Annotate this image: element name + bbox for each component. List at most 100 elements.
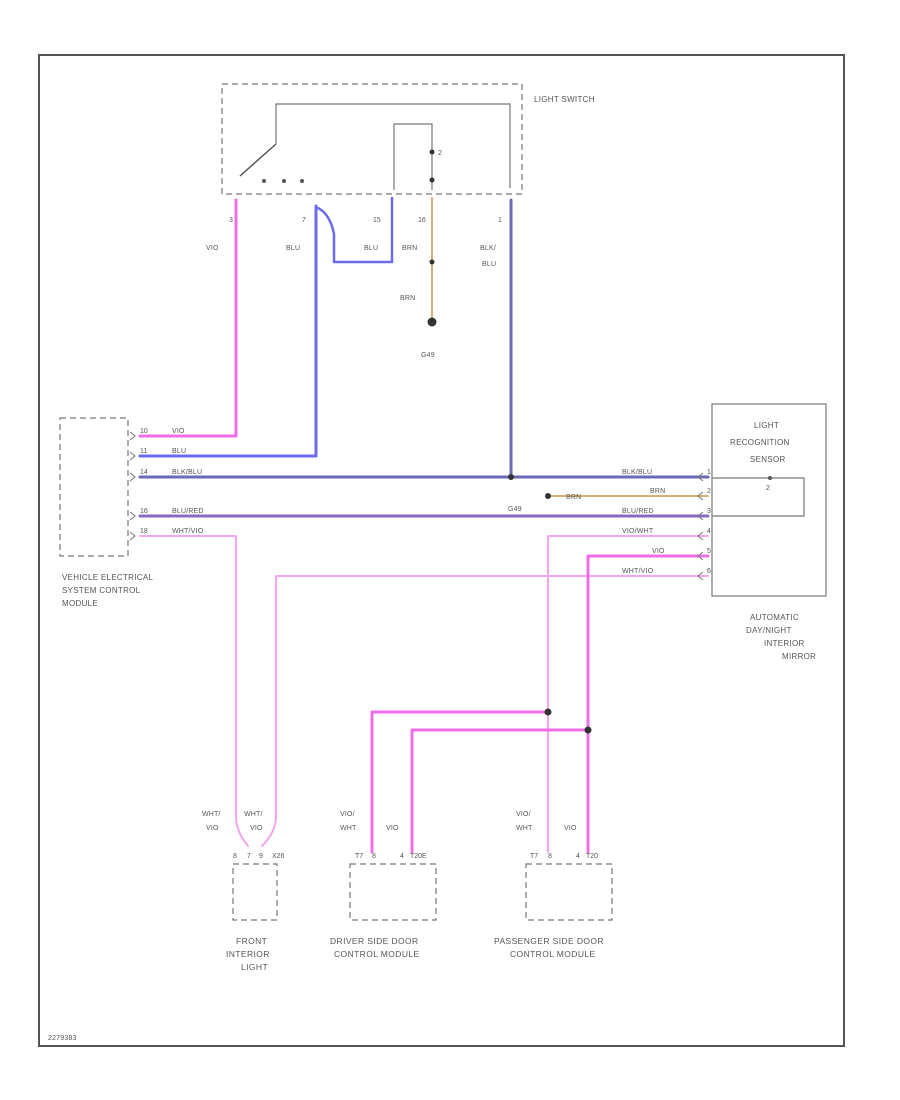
switch-wire-blu-3: BLU [482, 261, 496, 268]
switch-pin-7: 7 [302, 217, 306, 224]
vesm-label-3: MODULE [62, 599, 98, 608]
mirror-label-4: MIRROR [782, 652, 816, 661]
light-switch-resistor [393, 123, 433, 190]
vesm-pin-18: 18 [140, 528, 148, 535]
ground-wire-label: BRN [400, 295, 415, 302]
driver-pin-4: 4 [400, 853, 404, 860]
sensor-label-2: RECOGNITION [730, 438, 790, 447]
vesm-module: 10 11 14 16 18 VIO BLU BLK/BLU BLU/RED W… [59, 417, 204, 608]
switch-wire-blu-1: BLU [286, 245, 300, 252]
switch-wire-vio: VIO [206, 245, 219, 252]
passenger-door-module: VIO/ WHT VIO T7 8 4 T20 PASSENGER SIDE D… [494, 811, 613, 959]
splice-blkblu [508, 474, 514, 480]
driver-label-1: DRIVER SIDE DOOR [330, 936, 419, 946]
sensor-pin-5: 5 [707, 548, 711, 555]
wire-whtvio-vesm-front [139, 535, 249, 847]
driver-door-module: VIO/ WHT VIO T7 8 4 T20E DRIVER SIDE DOO… [330, 811, 437, 959]
wire-blu-jumper [316, 196, 394, 264]
vesm-pin-10: 10 [140, 428, 148, 435]
diagram-frame [38, 54, 845, 1047]
driver-wire-2: VIO [386, 825, 399, 832]
sensor-wire-blured: BLU/RED [622, 508, 654, 515]
sensor-label-3: SENSOR [750, 455, 786, 464]
vesm-pin-11: 11 [140, 448, 147, 455]
front-light-box [232, 863, 278, 921]
switch-wire-blu-2: BLU [364, 245, 378, 252]
splice-viowht [544, 708, 552, 716]
wire-viowht-sensor-passenger [547, 535, 709, 853]
switch-pin-1: 1 [498, 217, 502, 224]
light-switch-label: LIGHT SWITCH [534, 95, 595, 104]
wire-whtvio-sensor-front [261, 575, 709, 847]
sensor-wire-vio: VIO [652, 548, 665, 555]
driver-label-2: CONTROL MODULE [334, 949, 420, 959]
front-pin-7: 7 [247, 853, 251, 860]
vesm-wire-whtvio: WHT/VIO [172, 528, 204, 535]
ground-symbol [427, 317, 437, 327]
vesm-wire-blkblu: BLK/BLU [172, 469, 202, 476]
passenger-pin-8: 8 [548, 853, 552, 860]
mirror-label-2: DAY/NIGHT [746, 626, 792, 635]
passenger-pin-4: 4 [576, 853, 580, 860]
front-interior-light: WHT/ VIO WHT/ VIO 8 7 9 X26 FRONT INTERI… [202, 811, 285, 972]
mirror-box [711, 403, 827, 597]
sensor-pin-2: 2 [707, 488, 711, 495]
passenger-module-box [525, 863, 613, 921]
front-pin-8: 8 [233, 853, 237, 860]
sensor-pin-4: 4 [707, 528, 711, 535]
front-label-2: INTERIOR [226, 949, 270, 959]
splice-g49-label: G49 [508, 506, 522, 513]
passenger-connector-t7: T7 [530, 853, 538, 860]
sensor-wire-brn: BRN [650, 488, 665, 495]
mirror-label-1: AUTOMATIC [750, 613, 799, 622]
sensor-pin-3: 3 [707, 508, 711, 515]
mirror-sensor: LIGHT RECOGNITION SENSOR 2 1 2 3 4 5 6 B… [622, 403, 827, 661]
splice-vio [584, 726, 592, 734]
front-label-3: LIGHT [241, 962, 268, 972]
passenger-connector-t20: T20 [586, 853, 598, 860]
light-switch-contact [239, 143, 277, 177]
vesm-pins [129, 431, 136, 541]
switch-wire-brn: BRN [402, 245, 417, 252]
vesm-box [59, 417, 129, 557]
switch-pin-16: 16 [418, 217, 426, 224]
front-wire-1b: VIO [206, 825, 219, 832]
vesm-wire-vio: VIO [172, 428, 185, 435]
front-label-1: FRONT [236, 936, 267, 946]
light-switch-internal-pin: 2 [438, 150, 442, 157]
wire-viowht-driver [370, 710, 550, 854]
light-switch: 2 LIGHT SWITCH 3 7 15 16 1 VIO BLU BLU B… [206, 83, 595, 268]
sensor-label-1: LIGHT [754, 421, 779, 430]
ground-name: G49 [421, 352, 435, 359]
passenger-label-1: PASSENGER SIDE DOOR [494, 936, 604, 946]
passenger-wire-2: VIO [564, 825, 577, 832]
splice-brn [429, 259, 435, 265]
sensor-wire-viowht: VIO/WHT [622, 528, 654, 535]
sensor-pin-6: 6 [707, 568, 711, 575]
passenger-wire-1b: WHT [516, 825, 533, 832]
splice-g49 [545, 493, 551, 499]
passenger-wire-1a: VIO/ [516, 811, 531, 818]
wire-blu-switch-to-vesm [138, 204, 318, 458]
wire-vio-sensor-passenger [586, 554, 710, 854]
mirror-label-3: INTERIOR [764, 639, 805, 648]
switch-pin-3: 3 [229, 217, 233, 224]
sensor-wire-whtvio: WHT/VIO [622, 568, 654, 575]
driver-connector-t7: T7 [355, 853, 363, 860]
vesm-pin-14: 14 [140, 469, 148, 476]
passenger-label-2: CONTROL MODULE [510, 949, 596, 959]
front-wire-2b: VIO [250, 825, 263, 832]
ground-g49: BRN G49 [400, 295, 437, 359]
vesm-wire-blu: BLU [172, 448, 186, 455]
wire-vio-switch-to-vesm [138, 198, 238, 438]
light-switch-box [221, 83, 523, 195]
vesm-wire-blured: BLU/RED [172, 508, 204, 515]
front-connector: X26 [272, 853, 285, 860]
front-pin-9: 9 [259, 853, 263, 860]
light-switch-bus [275, 103, 511, 188]
switch-pin-15: 15 [373, 217, 381, 224]
sensor-pin-1: 1 [707, 469, 711, 476]
driver-module-box [349, 863, 437, 921]
splice-brn-label: BRN [566, 494, 581, 501]
wires [138, 196, 710, 854]
